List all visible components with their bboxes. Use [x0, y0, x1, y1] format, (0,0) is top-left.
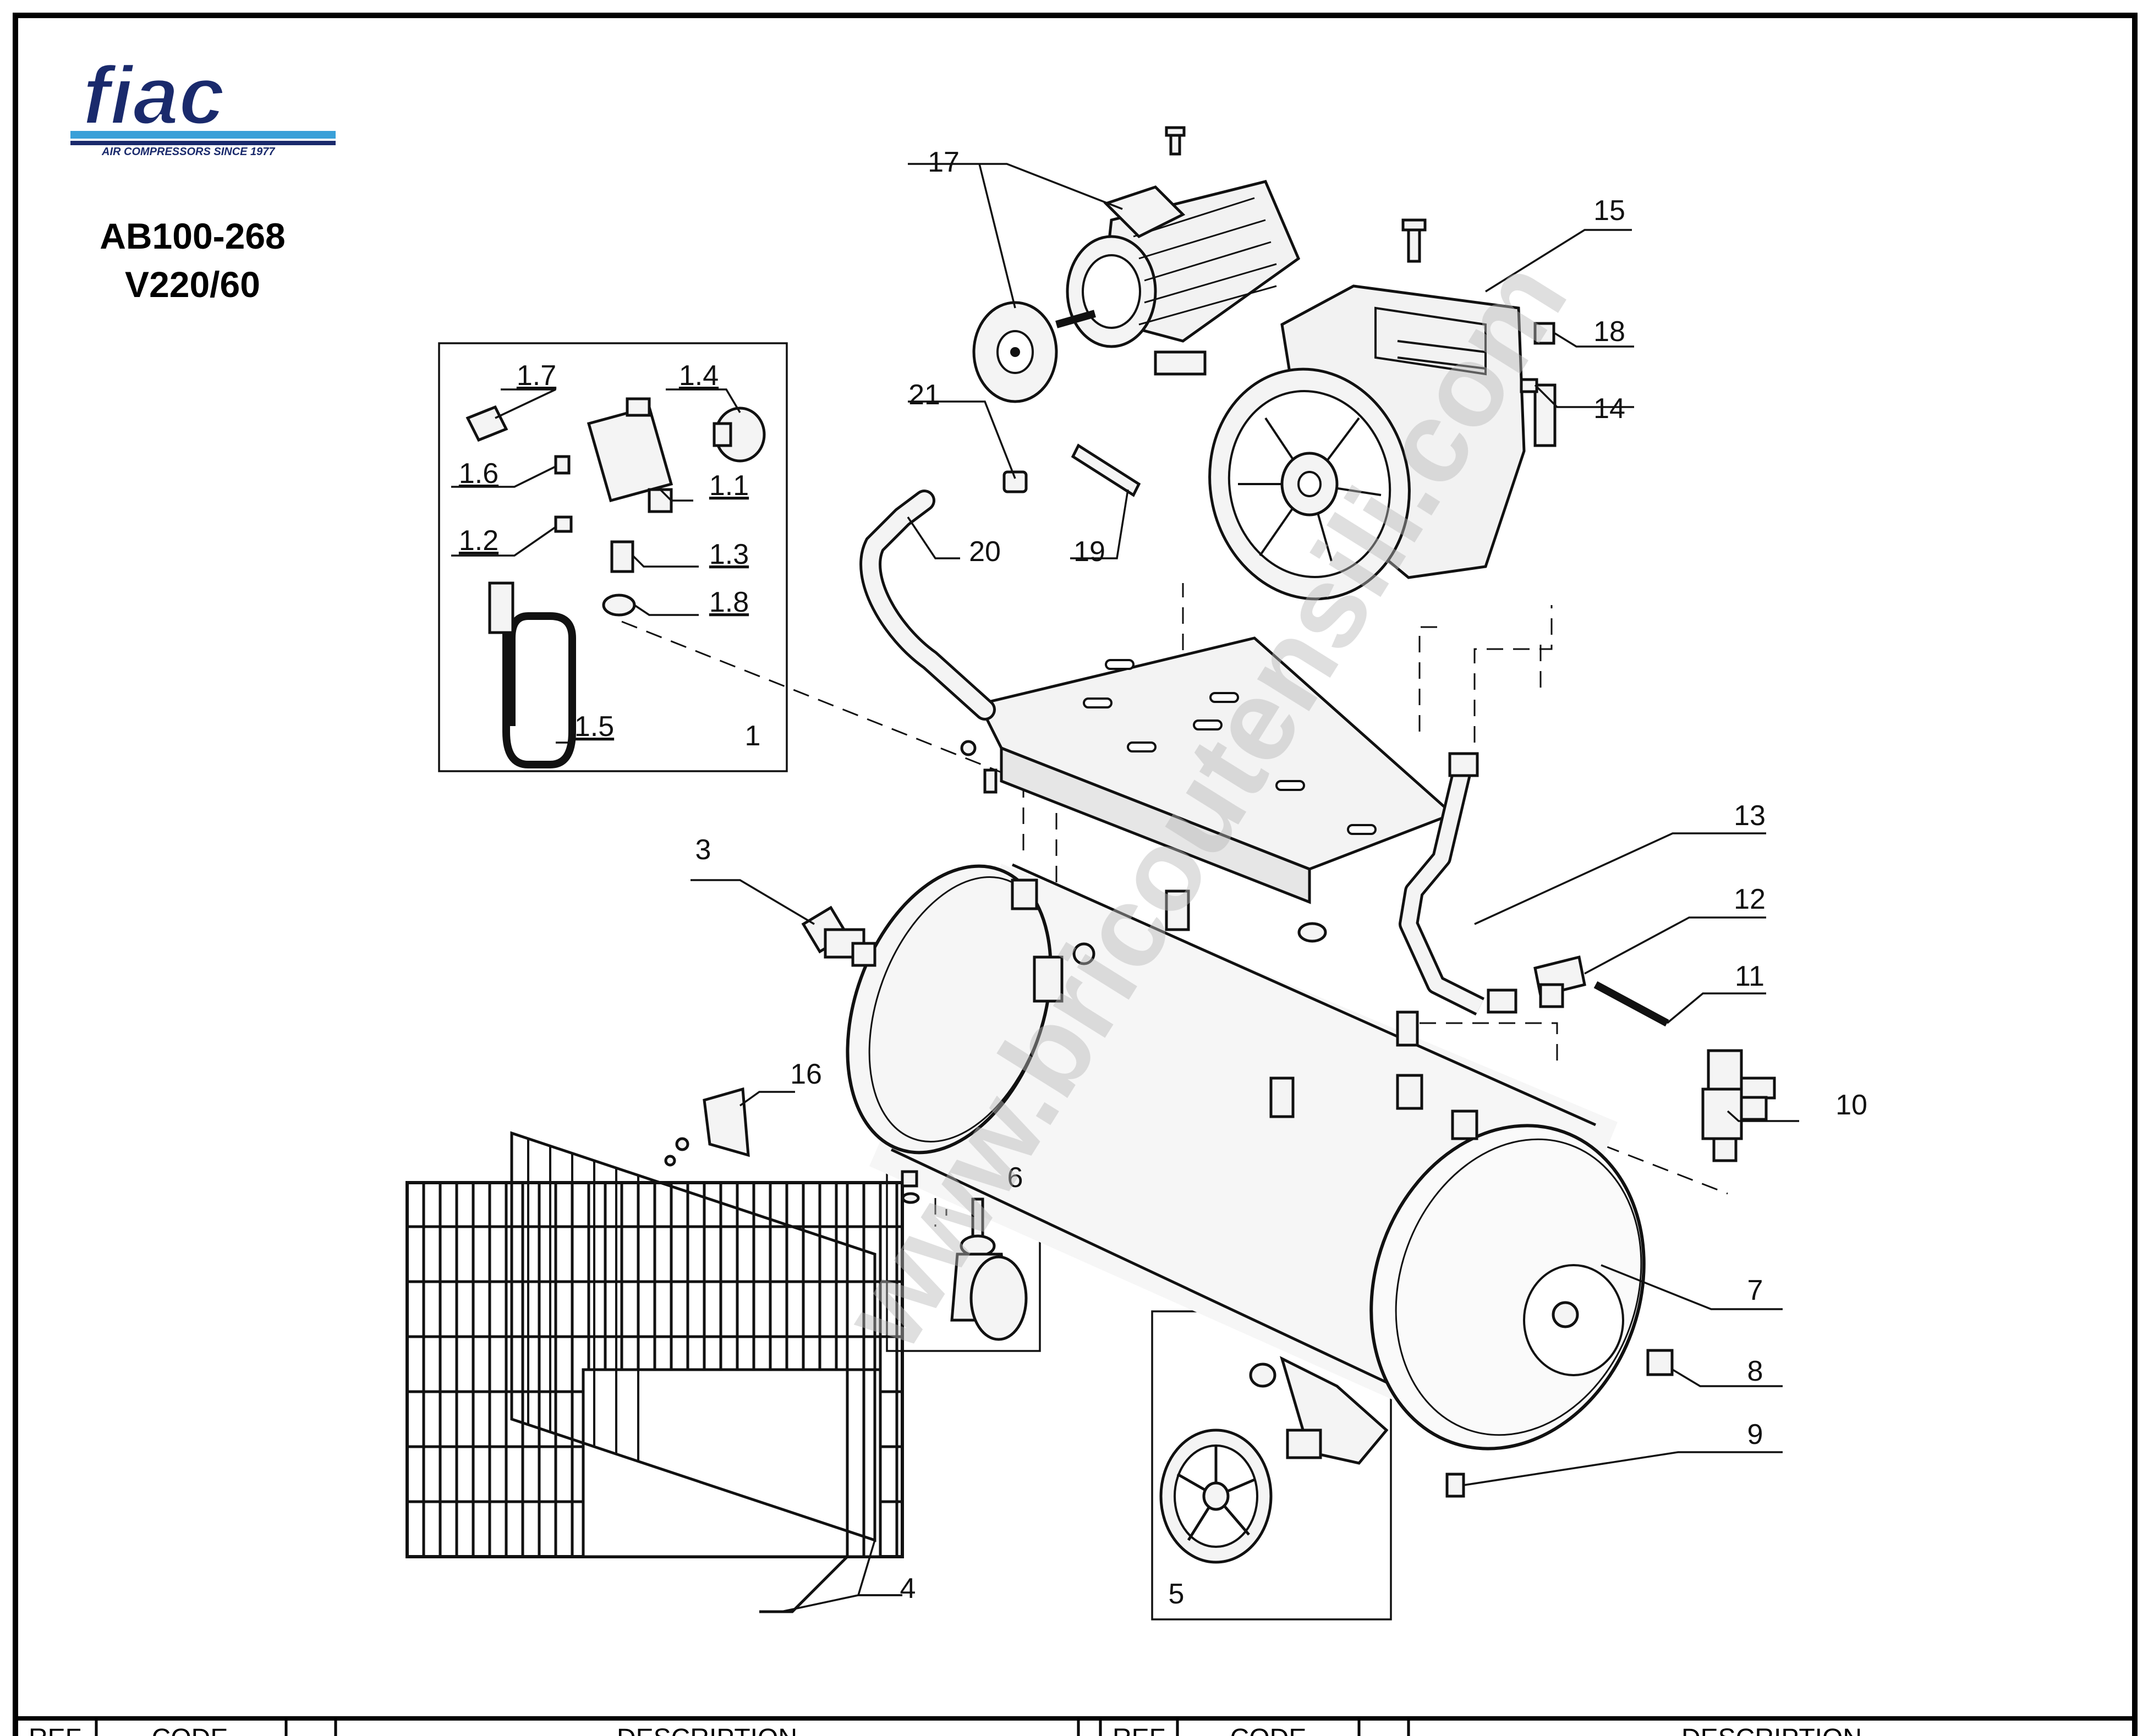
callout-1-6: 1.6	[459, 458, 498, 490]
handle-end-plug	[1002, 470, 1028, 493]
table-header-code-left: CODE	[152, 1724, 228, 1736]
drain-tap	[801, 905, 876, 967]
pressure-switch-parts	[465, 397, 766, 768]
callout-1: 1	[745, 720, 761, 752]
belt-key-strip	[1071, 443, 1141, 497]
callout-1-4: 1.4	[679, 360, 719, 392]
callout-1-5: 1.5	[574, 711, 614, 743]
wheel-assembly	[1159, 1356, 1389, 1564]
wire-guard-grille	[406, 1131, 904, 1613]
tank-plug	[1646, 1349, 1674, 1376]
delivery-pipe	[1399, 752, 1517, 1016]
pressure-reducer	[1701, 1049, 1776, 1162]
callout-1-8: 1.8	[709, 586, 749, 618]
callout-15: 15	[1593, 195, 1625, 227]
model-voltage: V220/60	[125, 264, 260, 305]
callout-1-3: 1.3	[709, 539, 749, 570]
callout-7: 7	[1747, 1274, 1763, 1306]
callout-labels: 17 15 18 14 21 20 19 13 12 11 10 7 8 9 3…	[459, 146, 1867, 1610]
callout-14: 14	[1593, 393, 1625, 425]
parts-table-header: REF CODE DESCRIPTION REF CODE DESCRIPTIO…	[15, 1716, 2135, 1736]
callout-3: 3	[695, 834, 711, 866]
check-valve	[1533, 955, 1586, 1008]
drain-plug	[1445, 1473, 1465, 1498]
head-fitting	[1533, 322, 1555, 345]
leader-lines	[451, 163, 1799, 1613]
logo-stripe-navy	[70, 141, 336, 145]
electric-motor	[972, 126, 1301, 403]
callout-6: 6	[1007, 1162, 1023, 1194]
callout-1-7: 1.7	[517, 360, 556, 392]
table-header-ref-right: REF	[1113, 1724, 1165, 1736]
pressure-switch-assembly-box	[438, 342, 788, 772]
callout-1-1: 1.1	[709, 470, 749, 502]
fiac-logo: fiac AIR COMPRESSORS SINCE 1977	[70, 48, 336, 158]
callout-5: 5	[1169, 1578, 1185, 1610]
table-header-code-right: CODE	[1230, 1724, 1307, 1736]
logo-tagline: AIR COMPRESSORS SINCE 1977	[101, 146, 275, 158]
callout-17: 17	[928, 146, 960, 178]
compressor-pump	[1208, 218, 1526, 601]
callout-11: 11	[1735, 960, 1765, 992]
callout-10: 10	[1835, 1089, 1867, 1121]
swivel-caster	[901, 1170, 1028, 1341]
callout-16: 16	[790, 1058, 822, 1090]
callout-18: 18	[1593, 316, 1625, 348]
table-header-ref-left: REF	[29, 1724, 81, 1736]
callout-21: 21	[908, 379, 940, 411]
logo-stripe-blue	[70, 131, 336, 139]
base-plate	[960, 636, 1455, 904]
unloader-pipe	[1593, 981, 1669, 1027]
air-tank	[846, 863, 1646, 1451]
callout-4: 4	[900, 1573, 916, 1605]
page-frame	[13, 13, 2138, 1736]
callout-8: 8	[1747, 1355, 1763, 1387]
callout-13: 13	[1734, 800, 1766, 832]
aftercooler-tube	[1520, 378, 1557, 447]
callout-12: 12	[1734, 883, 1766, 915]
logo-wordmark: fiac	[83, 49, 224, 141]
grille-bracket	[664, 1087, 750, 1167]
callout-1-2: 1.2	[459, 525, 498, 557]
callout-9: 9	[1747, 1419, 1763, 1451]
transport-handle	[859, 490, 996, 721]
table-header-description-right: DESCRIPTION	[1681, 1724, 1862, 1736]
callout-19: 19	[1073, 536, 1105, 568]
table-header-description-left: DESCRIPTION	[617, 1724, 797, 1736]
model-code: AB100-268	[100, 216, 286, 256]
callout-20: 20	[969, 536, 1001, 568]
